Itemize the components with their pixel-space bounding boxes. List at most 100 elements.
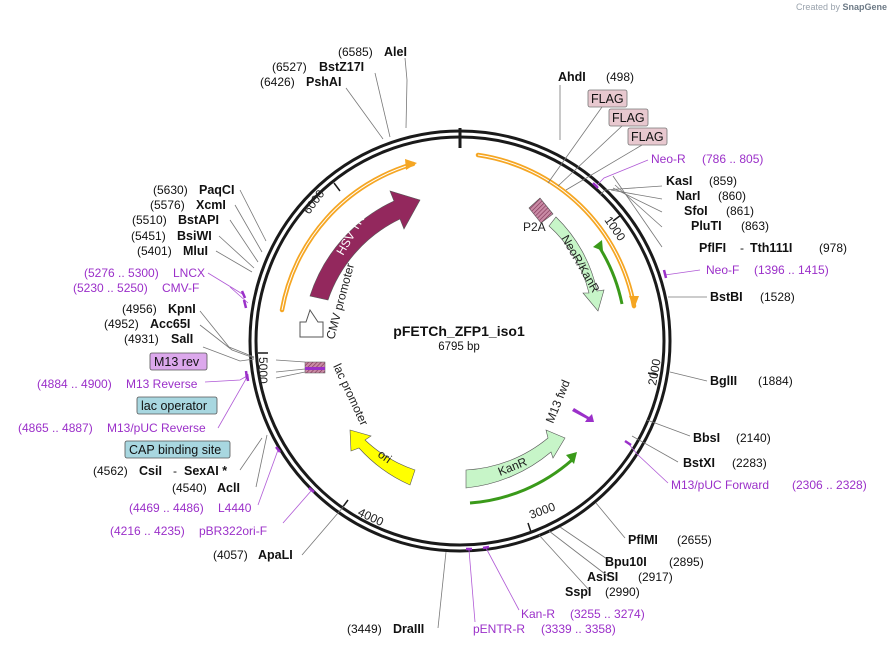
cap-binding-site-box [124,440,231,459]
primer-marks [240,182,668,551]
watermark-brand: SnapGene [842,2,887,12]
tick-label-2000: 2000 [645,357,663,386]
orf-arc-left-inner [281,163,414,311]
site-pos-kpni: (4956) [122,302,157,316]
primer-name-neo-r: Neo-R [651,152,686,166]
site-name-bsiwi: BsiWI [177,229,212,243]
feature-p2a-label: P2A [523,220,546,234]
primer-name-m13-reverse: M13 Reverse [126,377,198,391]
site-name-apali: ApaLI [258,548,293,562]
primer-range-neo-f: (1396 .. 1415) [754,263,829,277]
site-name2-csii: SexAI * [184,464,227,478]
site-pos-bglii: (1884) [758,374,793,388]
site-name-paqci: PaqCI [199,183,234,197]
feature-m13-fwd [572,408,594,422]
site-name2-pflfi: Tth111I [750,241,792,255]
site-name-acc65i: Acc65I [150,317,190,331]
primer-mark-kan-r [482,545,490,550]
site-pos-pflfi: (978) [819,241,847,255]
site-pos-nari: (860) [718,189,746,203]
tick-3000 [527,522,532,533]
site-pos-csii: (4562) [93,464,128,478]
site-name-csii: CsiI [139,464,162,478]
site-pos-bstapi: (5510) [132,213,167,227]
feature-lac-promoter-label: lac promoter [330,361,371,427]
feature-p2a [528,197,554,224]
orf-arc-kan [469,458,573,505]
site-pos-paqci: (5630) [153,183,188,197]
site-name-bstapi: BstAPI [178,213,219,227]
site-name-pflfi: PflFI [699,241,726,255]
site-name-pflmi: PflMI [628,533,658,547]
primer-range-m13puc-rev: (4865 .. 4887) [18,421,93,435]
site-pos-bsiwi: (5451) [131,229,166,243]
site-sep-pflfi: - [740,241,744,255]
site-pos-bstxi: (2283) [732,456,767,470]
orf-arc-right-inner [477,154,635,307]
plasmid-name: pFETCh_ZFP1_iso1 [393,323,525,339]
tick-6000 [333,182,341,192]
site-pos-mlui: (5401) [137,244,172,258]
site-name-sali: SalI [171,332,193,346]
watermark-prefix: Created by [795,2,840,12]
primer-mark-m13puc-rev [245,373,250,382]
primer-name-neo-f: Neo-F [706,263,739,277]
feature-lac-promoter [304,361,326,374]
primer-range-lncx: (5276 .. 5300) [84,266,159,280]
primer-mark-m13puc-fwd [624,439,632,447]
primer-range-kan-r: (3255 .. 3274) [570,607,645,621]
site-pos-kasi: (859) [709,174,737,188]
primer-mark-pbr322ori-f [308,487,315,493]
feature-m13-fwd-label: M13 fwd [543,378,573,425]
site-name-xcmi: XcmI [196,198,226,212]
flag-box-1 [587,89,628,108]
site-pos-bstz17i: (6527) [272,60,307,74]
primer-name-l4440: L4440 [218,501,252,515]
feature-neor-kanr-label: NeoR/KanR [558,233,602,296]
site-pos-pluti: (863) [741,219,769,233]
site-pos-sspi: (2990) [605,585,640,599]
site-pos-alei: (6585) [338,45,373,59]
site-pos-xcmi: (5576) [150,198,185,212]
orf-arc-kan-head [566,452,577,464]
primer-mark-lncx [240,290,247,299]
tick-2000 [647,372,659,376]
site-name-kpni: KpnI [168,302,196,316]
site-pos-bstbi: (1528) [760,290,795,304]
primer-mark-cmv-f [242,299,248,309]
site-name-asisi: AsiSI [587,570,618,584]
tick-1000 [612,214,622,222]
tick-label-3000: 3000 [527,499,557,521]
primer-mark-l4440 [275,446,281,453]
site-pos-bpu10i: (2895) [669,555,704,569]
site-name-alei: AleI [384,45,407,59]
site-pos-ahdi: (498) [606,70,634,84]
flag-box-3 [627,127,668,146]
primer-name-m13puc-rev: M13/pUC Reverse [107,421,206,435]
primer-range-neo-r: (786 .. 805) [702,152,763,166]
site-pos-acli: (4540) [172,481,207,495]
primer-name-m13puc-fwd: M13/pUC Forward [671,478,769,492]
site-pos-sali: (4931) [124,332,159,346]
site-name-pluti: PluTI [691,219,722,233]
site-name-mlui: MluI [183,244,208,258]
primer-lead-lines [204,159,701,623]
site-pos-draiii: (3449) [347,622,382,636]
feature-ori-label: ori [375,447,394,466]
primer-mark-neo-f [662,269,668,279]
site-name-bstbi: BstBI [710,290,743,304]
leader-lines [199,57,708,629]
primer-range-l4440: (4469 .. 4486) [129,501,204,515]
site-name-bstxi: BstXI [683,456,715,470]
flag-label-2: FLAG [612,111,645,125]
site-pos-bbsi: (2140) [736,431,771,445]
orf-arc-right-head [629,296,639,309]
primer-name-cmv-f: CMV-F [162,281,199,295]
primer-name-lncx: LNCX [173,266,205,280]
primer-mark-neo-r [592,182,599,189]
snapgene-watermark: Created by SnapGene [796,2,887,12]
site-name-sspi: SspI [565,585,591,599]
lac-operator-label: lac operator [141,399,207,413]
orf-arc-left-head [405,159,417,170]
lac-operator-box [136,396,218,415]
